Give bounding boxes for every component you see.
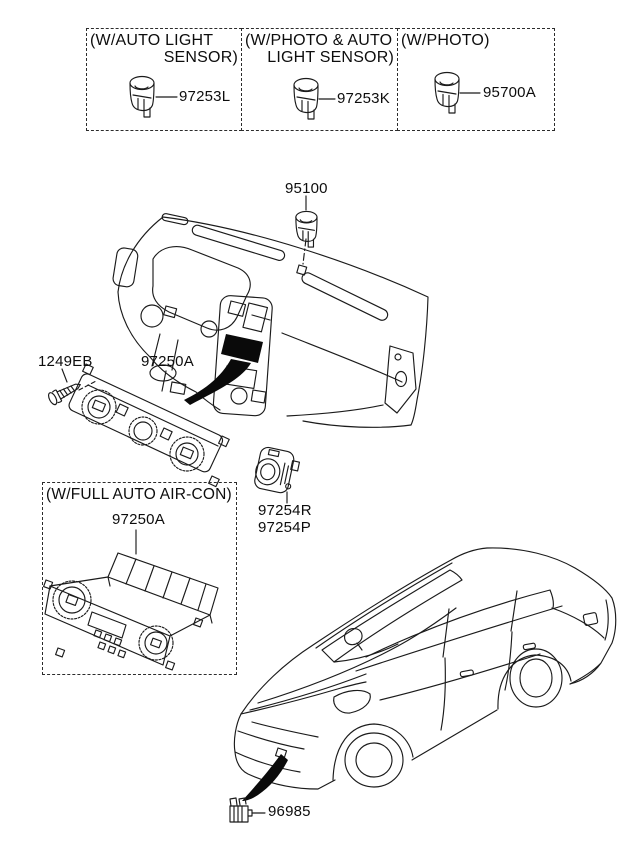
ambient-sensor-icon bbox=[230, 798, 265, 822]
variant-caption-line: (W/PHOTO) bbox=[401, 32, 490, 49]
variant-caption: (W/FULL AUTO AIR-CON) bbox=[43, 484, 236, 505]
variant-box-full-auto-aircon: (W/FULL AUTO AIR-CON) bbox=[42, 482, 237, 675]
pointer-arrow-to-console bbox=[184, 359, 251, 405]
heater-control-unit-drawing bbox=[67, 364, 229, 487]
variant-box-auto-light-sensor: (W/AUTO LIGHT SENSOR) bbox=[86, 28, 242, 131]
part-label-1249eb: 1249EB bbox=[38, 353, 93, 370]
variant-caption: (W/PHOTO & AUTO LIGHT SENSOR) bbox=[242, 30, 397, 68]
variant-caption: (W/PHOTO) bbox=[398, 30, 554, 51]
part-label-97254p: 97254P bbox=[258, 519, 311, 536]
pointer-arrow-to-bumper bbox=[242, 754, 288, 801]
part-label-97253k: 97253K bbox=[337, 90, 390, 107]
full-auto-control-unit-drawing bbox=[44, 530, 218, 670]
part-label-97253l: 97253L bbox=[179, 88, 231, 105]
part-label-97250a-full-auto: 97250A bbox=[112, 511, 165, 528]
roof-sensor-icon bbox=[295, 196, 318, 275]
variant-box-photo: (W/PHOTO) bbox=[397, 28, 555, 131]
part-label-96985: 96985 bbox=[268, 803, 311, 820]
part-label-95700a: 95700A bbox=[483, 84, 536, 101]
part-label-97254r: 97254R bbox=[258, 502, 312, 519]
part-label-97250a: 97250A bbox=[141, 353, 194, 370]
vehicle-drawing bbox=[234, 548, 615, 789]
variant-box-photo-auto-light-sensor: (W/PHOTO & AUTO LIGHT SENSOR) bbox=[241, 28, 398, 131]
dashboard-drawing bbox=[112, 213, 428, 427]
variant-caption-line: (W/AUTO LIGHT bbox=[90, 32, 214, 49]
variant-caption-line: (W/PHOTO & AUTO bbox=[245, 32, 393, 49]
variant-caption-line: LIGHT SENSOR) bbox=[267, 49, 394, 66]
variant-caption-line: SENSOR) bbox=[163, 49, 238, 66]
part-label-95100: 95100 bbox=[285, 180, 328, 197]
variant-caption-line: (W/FULL AUTO AIR-CON) bbox=[46, 486, 232, 503]
variant-caption: (W/AUTO LIGHT SENSOR) bbox=[87, 30, 241, 68]
console-display-highlight bbox=[221, 334, 263, 363]
screw-icon bbox=[47, 369, 96, 406]
control-switch-drawing bbox=[252, 446, 301, 503]
